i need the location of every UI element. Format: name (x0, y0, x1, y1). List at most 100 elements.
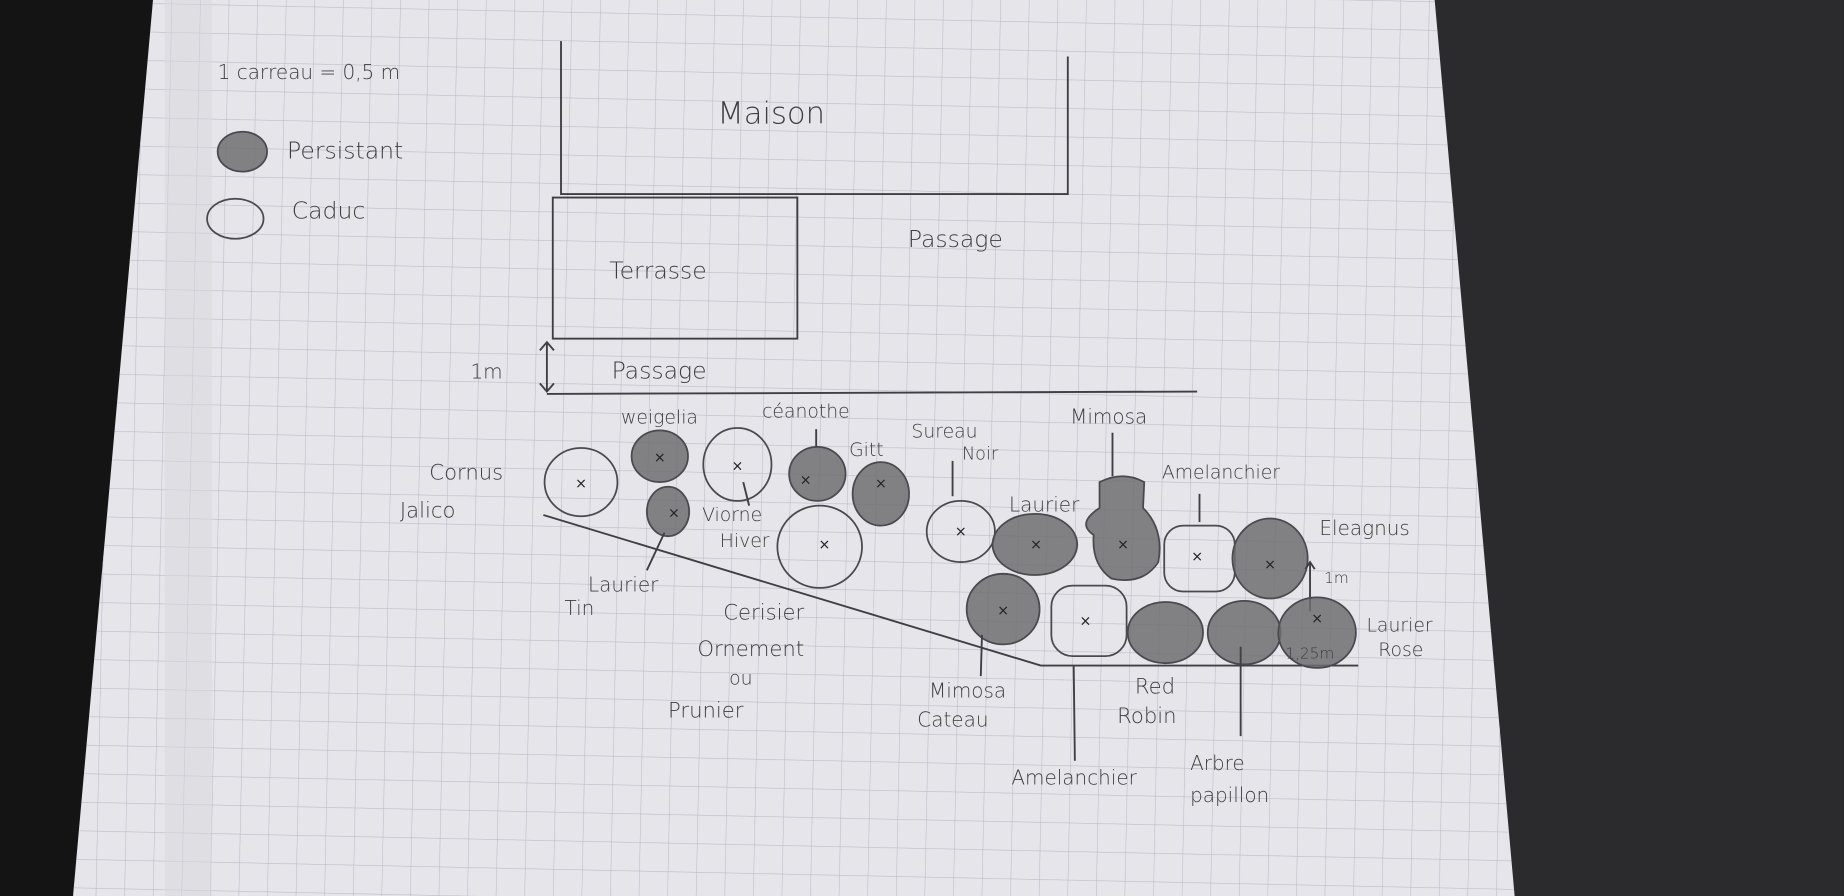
plant-shape (1050, 584, 1128, 658)
leader-line (742, 481, 751, 506)
plant-cornus: × Cornus Jalico (400, 447, 619, 522)
plant-label: Mimosa (929, 678, 1006, 702)
plant-label: Prunier (668, 697, 744, 722)
plant-shape (991, 512, 1079, 576)
persistent-legend-swatch (216, 130, 268, 173)
plant-label: Rose (1378, 640, 1423, 661)
plant-center-mark: × (1030, 537, 1042, 553)
plant-weigelia: × weigelia (621, 407, 698, 483)
plant-center-mark: × (654, 450, 666, 466)
plant-shape (1277, 596, 1357, 669)
scale-label: 1 carreau = 0,5 m (218, 60, 400, 84)
plant-shape (543, 447, 619, 518)
plant-label: Eleagnus (1319, 516, 1409, 540)
plant-label: Cerisier (723, 600, 804, 625)
plant-center-mark: × (1264, 557, 1276, 573)
plant-shape (645, 485, 691, 538)
plant-shape (788, 445, 847, 502)
spacing-label-125m: 1,25m (1285, 644, 1334, 662)
persistent-legend-label: Persistant (287, 137, 403, 165)
plant-eleagnus: × Eleagnus 1m (1231, 516, 1410, 612)
property-boundary-line (543, 514, 1359, 667)
plant-label: Amelanchier (1011, 765, 1137, 789)
terrace-outline (551, 196, 799, 340)
plant-shape (1126, 601, 1204, 665)
passage-side-label: Passage (908, 225, 1003, 253)
passage-front-label: Passage (612, 357, 707, 385)
plant-shape (1085, 475, 1161, 582)
plant-amelanchier-bottom: × Amelanchier (1011, 584, 1138, 789)
plant-label: papillon (1190, 783, 1269, 807)
plant-label: weigelia (621, 407, 698, 428)
plant-laurier: × Laurier (991, 492, 1080, 576)
plant-center-mark: × (1191, 549, 1203, 565)
plant-label: Laurier (588, 572, 659, 596)
plant-shape (630, 429, 689, 483)
plant-label: Laurier (1009, 492, 1080, 516)
plant-red-robin: Red Robin (1117, 601, 1204, 728)
plant-gitt: × Gitt (849, 440, 910, 527)
plant-amelanchier-top: × Amelanchier (1162, 463, 1280, 593)
plant-cerisier-prunier: × Cerisier Ornement ou Prunier (668, 504, 863, 722)
plant-mimosa: × Mimosa (1070, 404, 1161, 582)
plant-center-mark: × (800, 472, 812, 488)
plant-shape (965, 572, 1041, 646)
plant-shape (925, 500, 996, 563)
paper-grid (73, 0, 1515, 896)
plant-label: Tin (565, 596, 595, 620)
plant-arbre-papillon: Arbre papillon (1190, 599, 1282, 807)
house-label: Maison (717, 96, 825, 131)
plant-label: Cornus (429, 460, 503, 485)
plant-center-mark: × (668, 505, 680, 521)
plant-label: Amelanchier (1162, 463, 1280, 484)
plant-center-mark: × (875, 476, 887, 492)
plant-label: Mimosa (1070, 404, 1147, 428)
plant-center-mark: × (732, 458, 744, 474)
plant-sureau-noir: × Sureau Noir (911, 421, 999, 563)
plant-center-mark: × (575, 476, 587, 492)
passage-boundary-line (546, 390, 1198, 395)
house-outline (560, 41, 1069, 195)
plant-mimosa-cateau: × Mimosa Cateau (917, 572, 1041, 732)
plant-ceanothe: × céanothe (762, 401, 850, 502)
plant-center-mark: × (1080, 614, 1092, 630)
plant-center-mark: × (1311, 611, 1323, 627)
dark-background-right (1434, 0, 1844, 896)
plant-label: Gitt (849, 440, 884, 461)
plant-center-mark: × (819, 537, 831, 553)
plant-laurier-tin: × Laurier Tin (565, 485, 691, 620)
plant-shape (851, 461, 910, 527)
deciduous-legend-label: Caduc (292, 197, 366, 225)
plant-label: Arbre (1190, 751, 1245, 775)
plant-label: Laurier (1366, 615, 1432, 636)
passage-width-arrow (539, 340, 555, 394)
plant-center-mark: × (1117, 537, 1129, 553)
plant-shape (1231, 517, 1309, 600)
plant-label: Cateau (917, 708, 988, 732)
plant-center-mark: × (997, 603, 1009, 619)
passage-width-label: 1m (470, 360, 502, 384)
plant-center-mark: × (955, 524, 967, 540)
plant-shape (702, 427, 773, 502)
plant-label: Sureau (911, 421, 977, 442)
plant-shape (1206, 599, 1282, 666)
plant-shape (776, 504, 863, 589)
spiral-shadow (164, 0, 212, 896)
plant-label: Red (1135, 674, 1175, 699)
leader-line (645, 532, 666, 571)
leader-line (979, 634, 983, 677)
plant-label: Ornement (697, 636, 804, 661)
plant-label: Noir (962, 445, 999, 465)
plant-laurier-rose: × 1,25m Laurier Rose (1277, 596, 1433, 669)
leader-line (1072, 665, 1076, 761)
plant-viorne-hiver: × Viorne Hiver (702, 427, 773, 552)
plant-label: Viorne (702, 505, 762, 526)
deciduous-legend-swatch (206, 197, 265, 240)
terrace-label: Terrasse (609, 257, 707, 285)
plant-label: céanothe (762, 401, 850, 422)
plant-label: Hiver (720, 531, 770, 552)
plant-label: Robin (1117, 703, 1176, 728)
plant-label: Jalico (400, 497, 456, 522)
spacing-label-1m: 1m (1324, 569, 1349, 587)
